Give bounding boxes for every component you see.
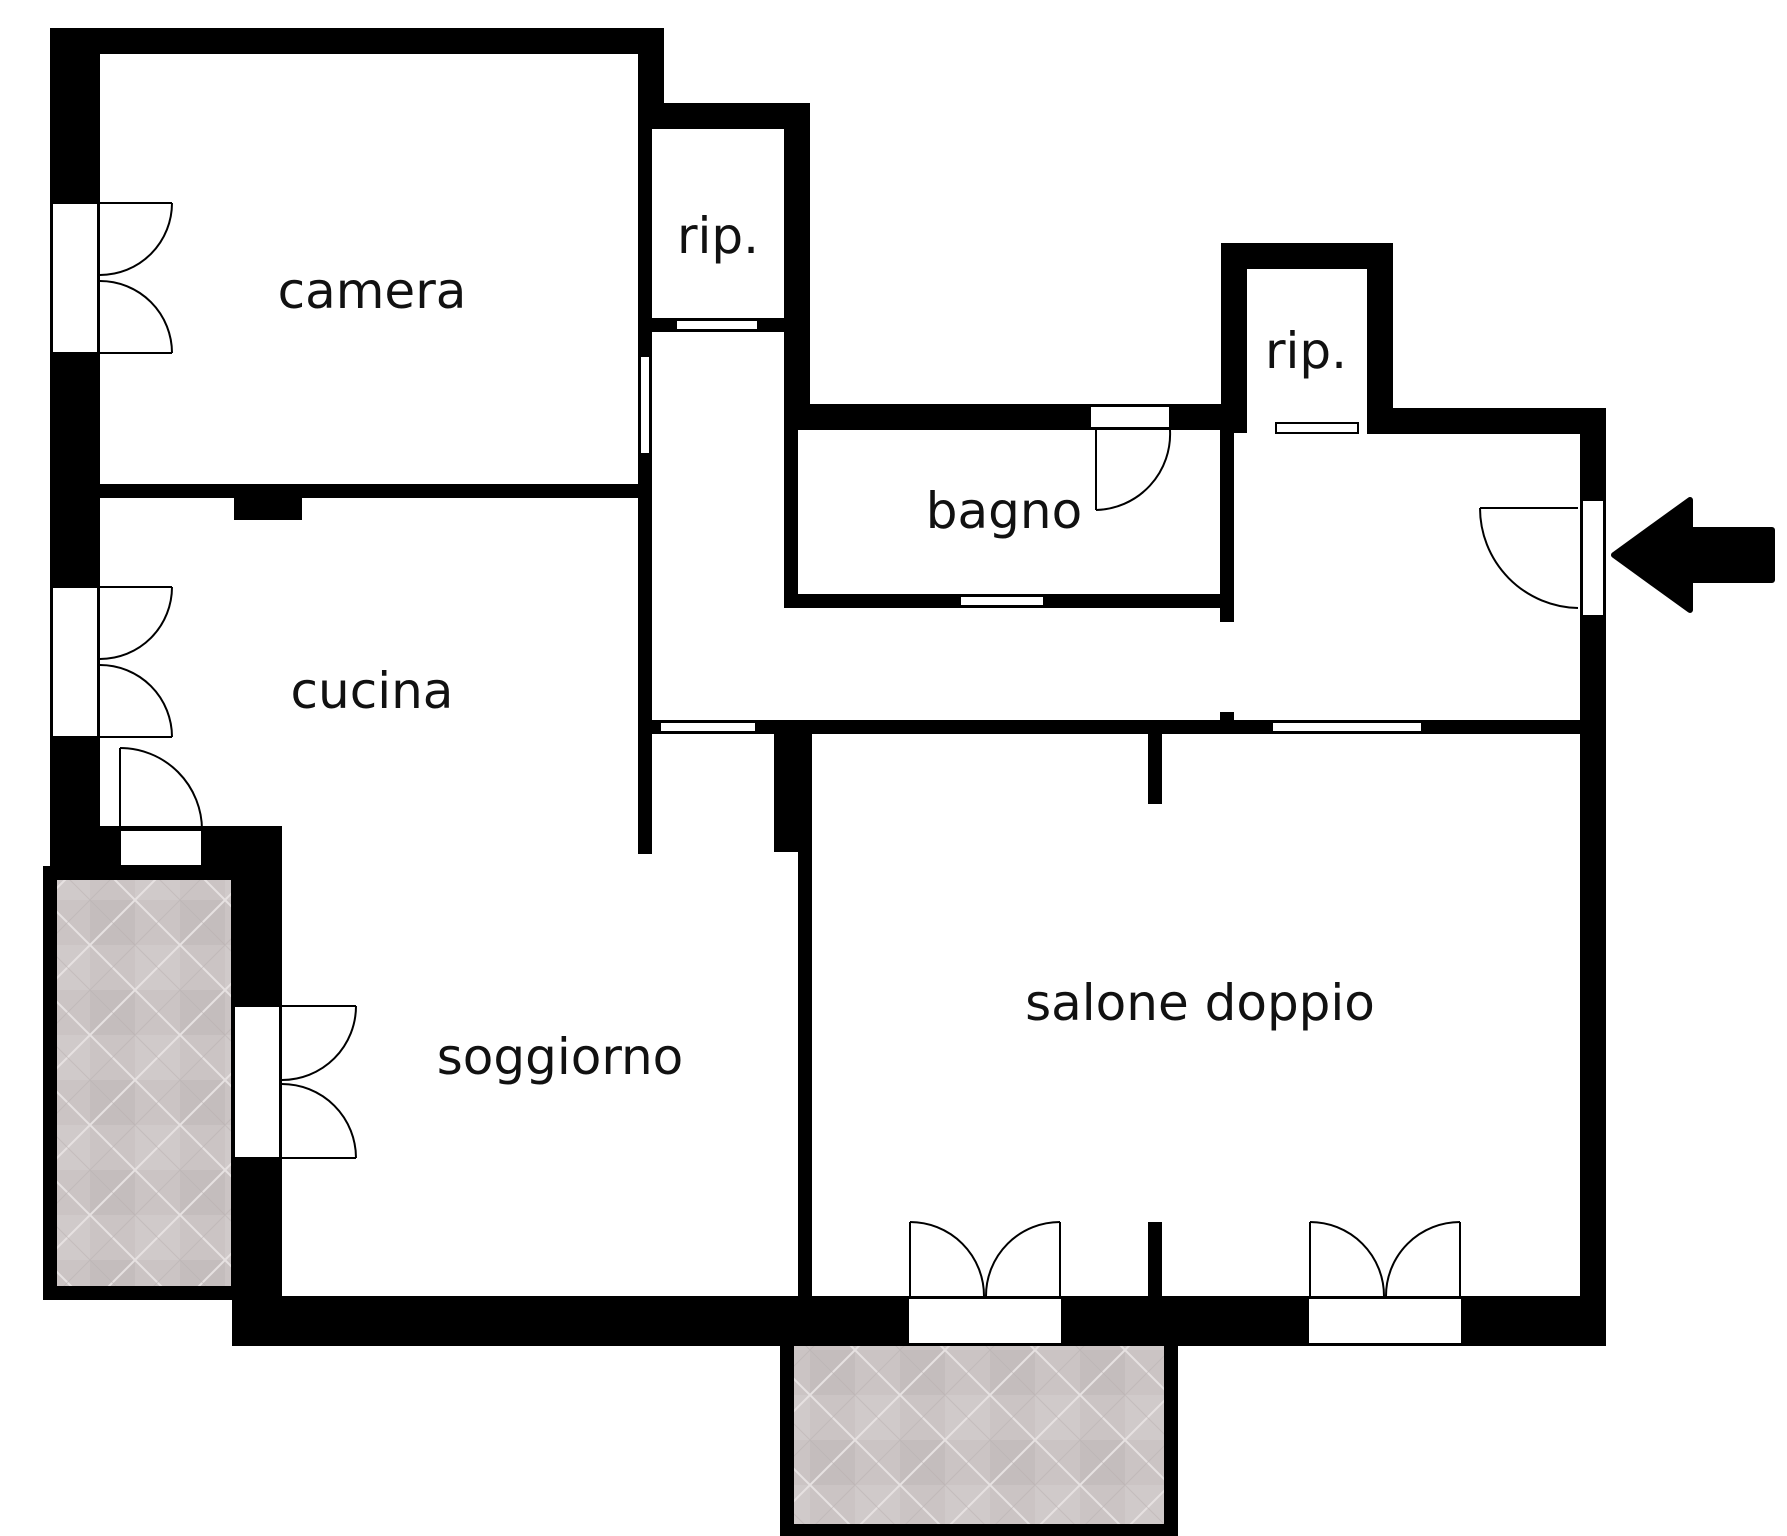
room-label-rip-1: rip.	[677, 207, 759, 265]
room-label-rip-2: rip.	[1265, 322, 1347, 380]
openings	[51, 202, 1605, 1345]
room-label-cucina: cucina	[291, 662, 454, 720]
room-label-soggiorno: soggiorno	[437, 1028, 684, 1086]
balcony-left	[43, 866, 235, 1300]
balcony-bottom	[780, 1340, 1178, 1536]
entrance-arrow-icon	[1611, 497, 1775, 613]
door-swings	[99, 202, 1579, 1297]
room-label-camera: camera	[278, 262, 467, 320]
room-label-salone: salone doppio	[1025, 974, 1375, 1032]
room-label-bagno: bagno	[926, 482, 1082, 540]
walls	[50, 28, 1606, 1346]
